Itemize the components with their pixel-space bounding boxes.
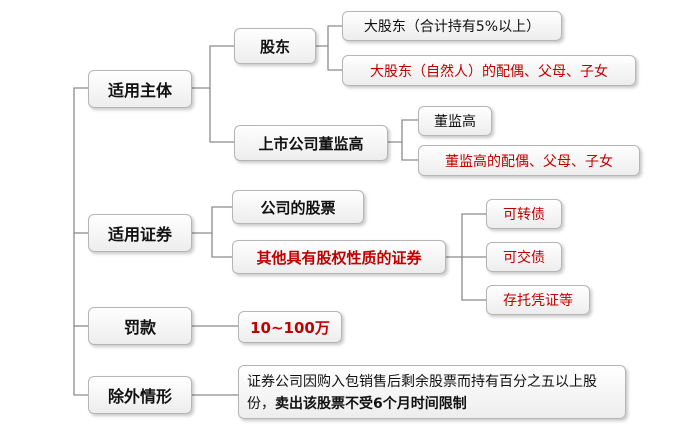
node-shareholder: 股东 bbox=[234, 28, 316, 64]
node-subject: 适用主体 bbox=[88, 70, 192, 108]
node-securities: 适用证券 bbox=[88, 214, 192, 252]
node-fine-amount: 10~100万 bbox=[238, 311, 342, 343]
node-shareholder-relatives: 大股东（自然人）的配偶、父母、子女 bbox=[342, 55, 636, 86]
node-exchangeable-bond: 可交债 bbox=[486, 242, 562, 272]
node-exec-relatives: 董监高的配偶、父母、子女 bbox=[418, 145, 640, 176]
exception-text-normal: 证券公司因购入包销售后剩余股票而持有百分之五以上股份， bbox=[247, 374, 597, 412]
node-fine: 罚款 bbox=[88, 307, 192, 345]
node-executives: 上市公司董监高 bbox=[234, 125, 388, 161]
node-depositary-receipts: 存托凭证等 bbox=[486, 285, 590, 315]
exception-text-bold: 卖出该股票不受6个月时间限制 bbox=[275, 396, 467, 412]
node-equity-like-securities: 其他具有股权性质的证券 bbox=[232, 240, 446, 274]
node-company-stock: 公司的股票 bbox=[232, 190, 364, 224]
node-convertible-bond: 可转债 bbox=[486, 199, 562, 229]
node-exception-text: 证券公司因购入包销售后剩余股票而持有百分之五以上股份，卖出该股票不受6个月时间限… bbox=[238, 365, 626, 419]
node-exec: 董监高 bbox=[418, 106, 492, 136]
node-exception: 除外情形 bbox=[88, 376, 192, 414]
node-major-shareholder: 大股东（合计持有5%以上） bbox=[342, 11, 562, 41]
